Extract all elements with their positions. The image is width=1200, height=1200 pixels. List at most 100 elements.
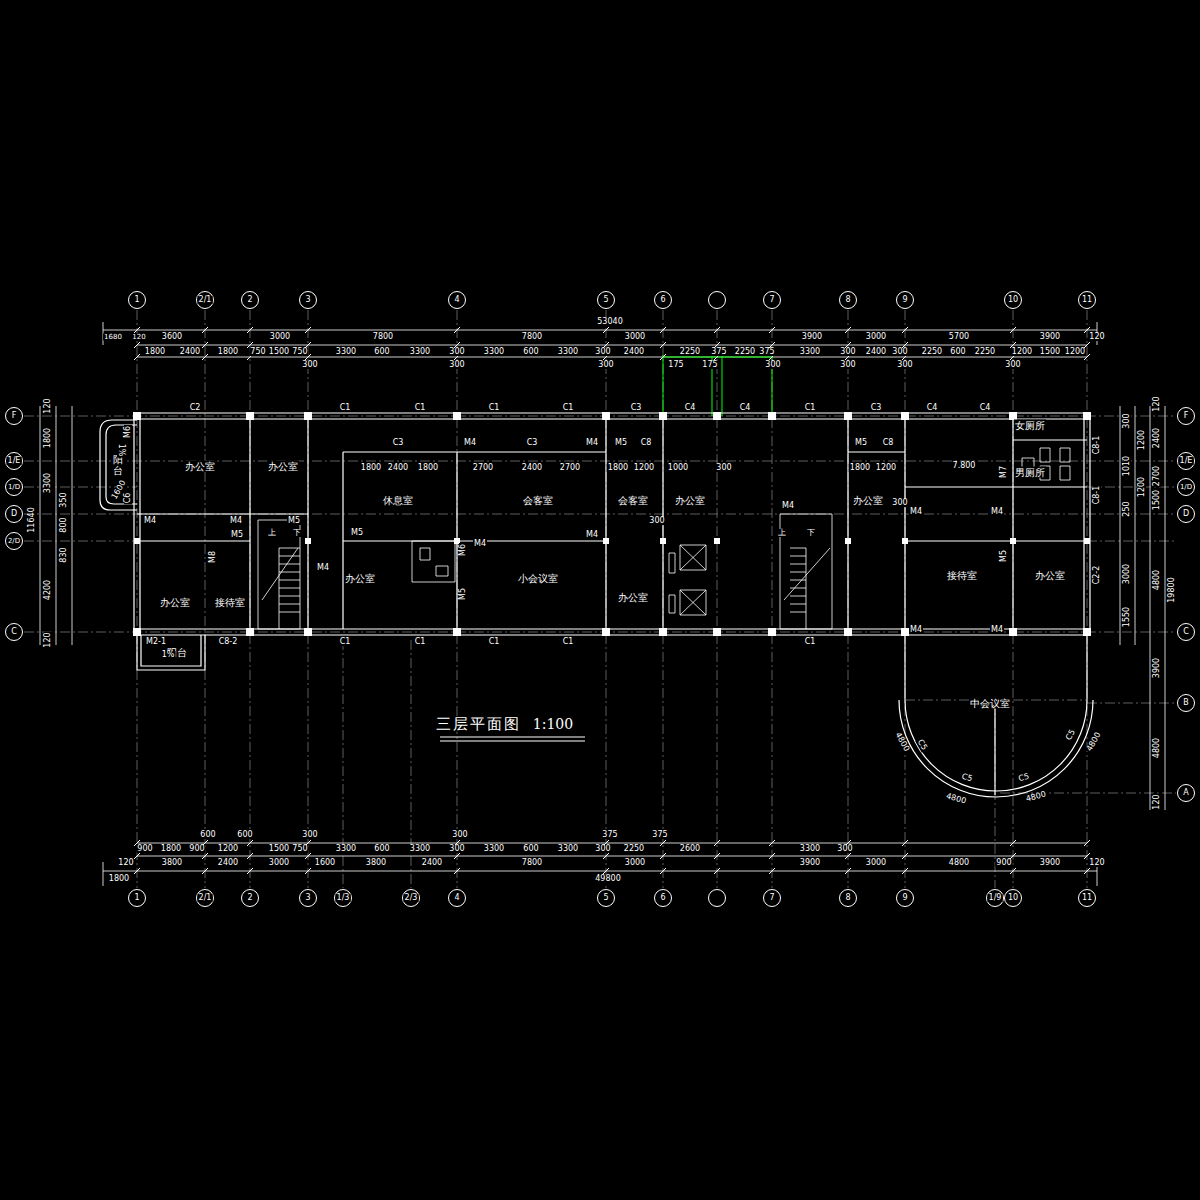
dimension-text: 300 — [448, 361, 465, 369]
component-tag: C5 — [1017, 772, 1031, 783]
column — [1010, 538, 1016, 544]
dimension-text: 3300 — [557, 348, 579, 356]
axis-label: 6 — [659, 894, 666, 902]
dimension-text: 300 — [836, 845, 853, 853]
room-name: 会客室 — [522, 495, 554, 506]
dimension-tick — [845, 868, 851, 874]
axis-bubble — [1079, 292, 1096, 309]
component-tag: C1 — [488, 404, 501, 412]
dimension-text: 600 — [522, 845, 539, 853]
dimension-text: 1200 — [217, 845, 239, 853]
column — [133, 412, 141, 420]
dimension-text: 120 — [44, 397, 52, 414]
scale-text: 1:100 — [532, 717, 574, 731]
dimension-text: 4800 — [1153, 569, 1161, 591]
room: 办公室 — [267, 461, 299, 472]
dimension-text: 3000 — [269, 333, 291, 341]
axis-bubble — [764, 292, 781, 309]
dimension-text: 375 — [601, 831, 618, 839]
component-tag: C1 — [562, 404, 575, 412]
axis-label: C — [10, 628, 18, 636]
dimension-text: 7800 — [521, 859, 543, 867]
room-name: 办公室 — [674, 495, 706, 506]
axis-label: 10 — [1007, 894, 1019, 902]
room-name: 中会议室 — [969, 698, 1011, 709]
dimension-text: 175 — [667, 361, 684, 369]
room-name: 休息室 — [382, 495, 414, 506]
room: 会客室 — [522, 495, 554, 506]
dimension-text: 300 — [594, 845, 611, 853]
dimension-text: 1500 — [268, 348, 290, 356]
dimension-tick — [902, 868, 908, 874]
dimension-text: 1500 — [268, 845, 290, 853]
room: 办公室 — [852, 495, 884, 506]
room-name: 办公室 — [159, 597, 191, 608]
dimension-text: 3000 — [865, 333, 887, 341]
component-tag: M4 — [909, 508, 923, 516]
axis-label: 7 — [768, 894, 775, 902]
axis-bubble — [6, 624, 23, 641]
component-tag: M4 — [781, 502, 795, 510]
axis-bubble — [1005, 292, 1022, 309]
dimension-text: 2400 — [179, 348, 201, 356]
axis-label: 9 — [901, 894, 908, 902]
axis-label: 2/3 — [404, 894, 419, 902]
component-tag: C2-2 — [1093, 565, 1101, 586]
dimension-text: 1010 — [1123, 455, 1131, 477]
component-tag: M5 — [614, 439, 628, 447]
column — [901, 628, 909, 636]
dimension-text: 300 — [1004, 361, 1021, 369]
axis-bubble — [242, 292, 259, 309]
component-tag: M5 — [230, 531, 244, 539]
column — [660, 538, 666, 544]
axis-label: 4 — [453, 296, 460, 304]
dimension-text: 120 — [131, 334, 146, 341]
axis-bubble — [1178, 785, 1195, 802]
dimension-text: 375 — [651, 831, 668, 839]
axis-bubble — [1178, 624, 1195, 641]
component-tag: M5 — [459, 587, 467, 601]
axis-label: C — [1182, 628, 1190, 636]
dimension-text: 120 — [1088, 859, 1105, 867]
dimension-tick — [769, 853, 775, 859]
dimension-tick — [714, 868, 720, 874]
dimension-text: 19800 — [1168, 576, 1176, 603]
dimension-text: 2400 — [217, 859, 239, 867]
component-tag: C2 — [189, 404, 202, 412]
component-tag: C5 — [1064, 728, 1077, 743]
dimension-text: 2250 — [974, 348, 996, 356]
axis-bubble — [987, 890, 1004, 907]
axis-bubble — [764, 890, 781, 907]
dimension-tick — [902, 327, 908, 333]
dimension-text: 4800 — [893, 730, 911, 753]
room: 男厕所 — [1014, 467, 1046, 478]
axis-bubble — [1178, 408, 1195, 425]
axis-bubble — [897, 292, 914, 309]
dimension-text: 1500 — [1153, 489, 1161, 511]
dimension-text: 1800 — [144, 348, 166, 356]
dimension-tick — [714, 840, 720, 846]
component-tag: M5 — [350, 529, 364, 537]
column — [246, 412, 254, 420]
component-tag: C1 — [414, 638, 427, 646]
axis-label: 3 — [304, 296, 311, 304]
dimension-text: 600 — [199, 831, 216, 839]
component-tag: C4 — [684, 404, 697, 412]
dimension-text: 3300 — [557, 845, 579, 853]
dimension-tick — [603, 327, 609, 333]
component-tag: C1 — [804, 638, 817, 646]
axis-bubble — [6, 408, 23, 425]
dimension-text: 1% — [161, 651, 176, 659]
dimension-text: 3900 — [799, 859, 821, 867]
axis-bubble — [449, 292, 466, 309]
dimension-text: 1800 — [108, 875, 130, 883]
dimension-tick — [454, 327, 460, 333]
room: 办公室 — [617, 592, 649, 603]
axis-bubble — [449, 890, 466, 907]
axis-label: 4 — [453, 894, 460, 902]
column — [844, 628, 852, 636]
dimension-tick — [660, 327, 666, 333]
component-tag: C8-1 — [1093, 485, 1101, 506]
dimension-tick — [134, 853, 140, 859]
dimension-text: 1200 — [633, 464, 655, 472]
